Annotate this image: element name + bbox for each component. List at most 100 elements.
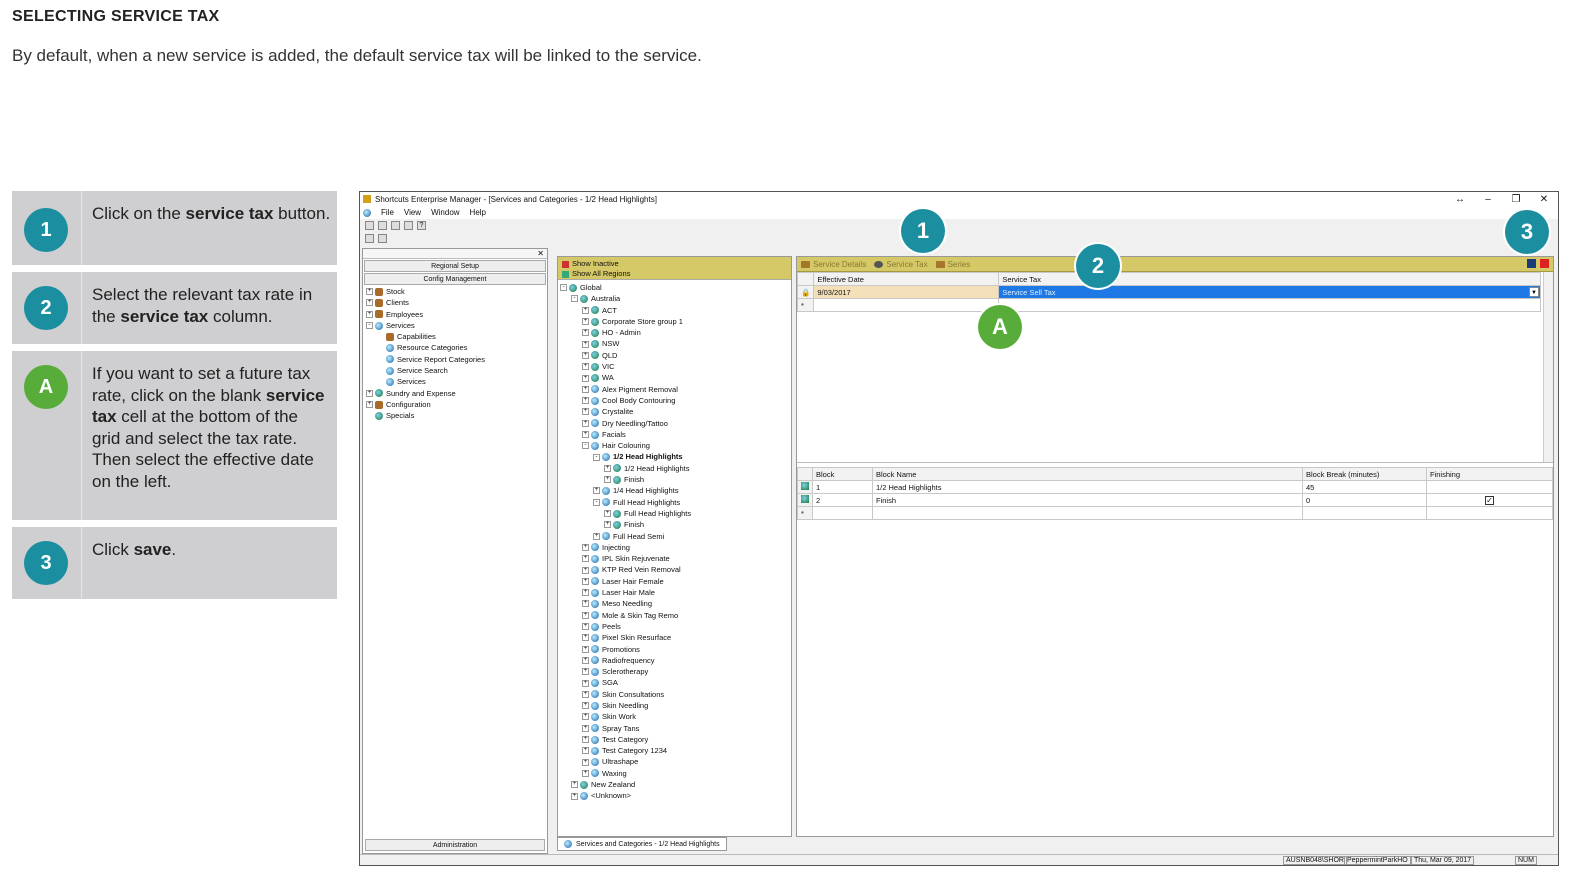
vertical-scrollbar[interactable]: [1543, 272, 1553, 462]
expand-icon[interactable]: +: [582, 363, 589, 371]
tree-item[interactable]: +Finish: [560, 474, 789, 485]
tree-item[interactable]: +Skin Work: [560, 711, 789, 722]
show-all-regions-toggle[interactable]: Show All Regions: [562, 269, 787, 279]
expand-icon[interactable]: +: [582, 306, 589, 314]
column-finishing[interactable]: Finishing: [1426, 467, 1553, 481]
tree-item[interactable]: -Australia: [560, 293, 789, 304]
expand-icon[interactable]: +: [582, 713, 589, 721]
tree-item[interactable]: +Test Category: [560, 734, 789, 745]
collapse-icon[interactable]: -: [593, 498, 600, 506]
column-block-break[interactable]: Block Break (minutes): [1302, 467, 1427, 481]
tree-item[interactable]: +Skin Consultations: [560, 689, 789, 700]
tree-item[interactable]: Specials: [366, 410, 544, 421]
expand-icon[interactable]: +: [582, 431, 589, 438]
tree-item[interactable]: +Spray Tans: [560, 723, 789, 734]
help-icon[interactable]: ?: [417, 221, 426, 230]
expand-icon[interactable]: +: [582, 679, 589, 687]
expand-icon[interactable]: +: [582, 611, 589, 619]
block-break-cell[interactable]: 0: [1302, 493, 1427, 507]
expand-icon[interactable]: +: [582, 769, 589, 777]
tree-item[interactable]: +Meso Needling: [560, 598, 789, 609]
close-button[interactable]: ✕: [1539, 193, 1549, 205]
expand-icon[interactable]: +: [582, 566, 589, 574]
expand-icon[interactable]: +: [582, 634, 589, 642]
tree-item[interactable]: -Hair Colouring: [560, 440, 789, 451]
expand-icon[interactable]: +: [582, 589, 589, 597]
tree-item[interactable]: +Clients: [366, 297, 544, 308]
expand-icon[interactable]: +: [582, 645, 589, 653]
tab-service-tax[interactable]: Service Tax: [874, 260, 928, 269]
tree-item[interactable]: -Services: [366, 320, 544, 331]
expand-icon[interactable]: +: [366, 310, 373, 318]
table-row[interactable]: *: [797, 506, 1553, 520]
save-toolbar-icon[interactable]: [365, 221, 374, 230]
key-icon[interactable]: [365, 234, 374, 243]
expand-icon[interactable]: +: [571, 781, 578, 789]
expand-icon[interactable]: +: [604, 521, 611, 529]
close-pane-icon[interactable]: ✕: [537, 249, 544, 258]
tree-item[interactable]: +ACT: [560, 305, 789, 316]
tree-item[interactable]: Services: [366, 376, 544, 387]
expand-icon[interactable]: +: [582, 543, 589, 551]
expand-icon[interactable]: +: [582, 668, 589, 676]
menu-file[interactable]: File: [381, 208, 394, 217]
effective-date-cell[interactable]: 9/03/2017: [813, 285, 1000, 299]
tree-item[interactable]: +Waxing: [560, 768, 789, 779]
tree-item[interactable]: +Corporate Store group 1: [560, 316, 789, 327]
block-break-cell[interactable]: 45: [1302, 480, 1427, 494]
expand-icon[interactable]: +: [582, 419, 589, 427]
table-row[interactable]: 2 Finish 0 ✓: [797, 493, 1553, 507]
expand-icon[interactable]: +: [582, 374, 589, 382]
administration-button[interactable]: Administration: [365, 839, 545, 851]
resize-icon[interactable]: ↔: [1455, 193, 1465, 205]
expand-icon[interactable]: +: [582, 408, 589, 416]
tree-item[interactable]: +New Zealand: [560, 779, 789, 790]
collapse-icon[interactable]: -: [560, 284, 567, 292]
tree-item[interactable]: +Sundry and Expense: [366, 388, 544, 399]
effective-date-cell-new[interactable]: [813, 298, 1000, 312]
finishing-cell-new[interactable]: [1426, 506, 1553, 520]
tree-item[interactable]: +Dry Needling/Tattoo: [560, 418, 789, 429]
expand-icon[interactable]: +: [582, 736, 589, 744]
expand-icon[interactable]: +: [582, 702, 589, 710]
cancel-icon[interactable]: [1540, 259, 1549, 268]
expand-icon[interactable]: +: [593, 532, 600, 540]
tree-item[interactable]: +Stock: [366, 286, 544, 297]
expand-icon[interactable]: +: [582, 656, 589, 664]
tree-item[interactable]: +Ultrashape: [560, 756, 789, 767]
tree-item[interactable]: +Cool Body Contouring: [560, 395, 789, 406]
expand-icon[interactable]: +: [582, 318, 589, 326]
config-management-button[interactable]: Config Management: [364, 273, 546, 285]
minimize-button[interactable]: –: [1485, 193, 1491, 205]
expand-icon[interactable]: +: [582, 329, 589, 337]
tree-item[interactable]: +NSW: [560, 338, 789, 349]
tree-item[interactable]: -Full Head Highlights: [560, 497, 789, 508]
tree-item[interactable]: +HO - Admin: [560, 327, 789, 338]
tree-item[interactable]: -Global: [560, 282, 789, 293]
expand-icon[interactable]: +: [582, 340, 589, 348]
tree-item[interactable]: +Sclerotherapy: [560, 666, 789, 677]
tree-item[interactable]: Service Report Categories: [366, 354, 544, 365]
tab-series[interactable]: Series: [935, 260, 970, 269]
app-menu-icon[interactable]: [363, 208, 371, 217]
tree-item[interactable]: +Alex Pigment Removal: [560, 384, 789, 395]
tree-item[interactable]: +Injecting: [560, 542, 789, 553]
block-name-cell[interactable]: Finish: [872, 493, 1303, 507]
finishing-checkbox[interactable]: ✓: [1426, 493, 1553, 507]
collapse-icon[interactable]: -: [582, 442, 589, 450]
expand-icon[interactable]: +: [582, 351, 589, 359]
tree-item[interactable]: +VIC: [560, 361, 789, 372]
expand-icon[interactable]: +: [593, 487, 600, 495]
menu-view[interactable]: View: [403, 208, 422, 217]
cut-icon[interactable]: [378, 221, 387, 230]
tree-item[interactable]: +Facials: [560, 429, 789, 440]
finishing-cell[interactable]: [1426, 480, 1553, 494]
tree-item[interactable]: +Finish: [560, 519, 789, 530]
tree-item[interactable]: Service Search: [366, 365, 544, 376]
expand-icon[interactable]: +: [366, 389, 373, 397]
regional-setup-button[interactable]: Regional Setup: [364, 260, 546, 272]
tree-item[interactable]: +Crystalite: [560, 406, 789, 417]
chevron-down-icon[interactable]: ▼: [1529, 287, 1539, 297]
tree-item[interactable]: +Full Head Highlights: [560, 508, 789, 519]
save-icon[interactable]: [1527, 259, 1536, 268]
